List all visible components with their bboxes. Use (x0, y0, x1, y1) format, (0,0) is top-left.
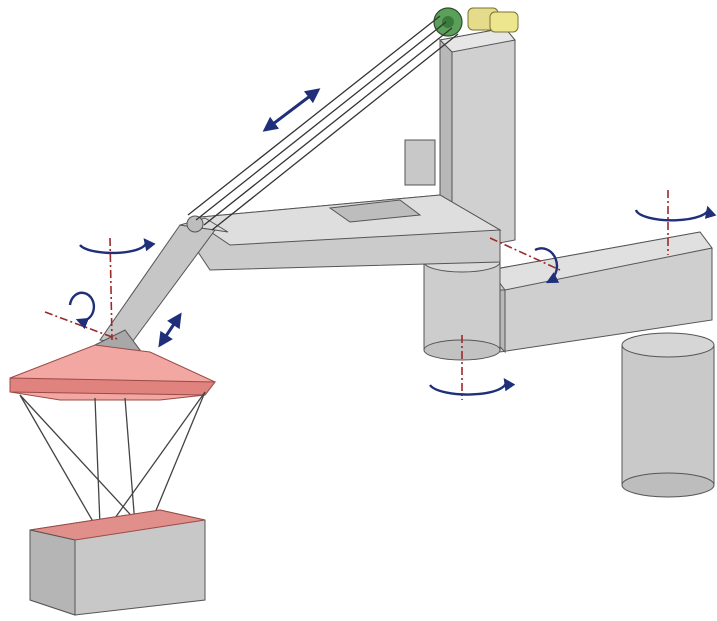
axis-elbow (489, 237, 561, 271)
linear-arrows (158, 88, 321, 348)
double-arrow-icon (158, 312, 182, 348)
rotation-arrows (68, 205, 717, 396)
suspension-rods (19, 391, 206, 526)
axis-tilted-left (44, 311, 121, 341)
rotation-axes (44, 190, 669, 400)
base-column (621, 332, 715, 498)
load-box (29, 509, 206, 616)
rotation-arrow-icon (79, 238, 156, 255)
rotation-arrow-icon (534, 247, 560, 284)
suspended-platform (9, 344, 217, 401)
side-box (404, 139, 436, 186)
elbow-cylinder (423, 251, 501, 361)
rotation-arrow-icon (68, 291, 96, 330)
boom (188, 194, 502, 271)
axis-vertical-left (109, 237, 113, 341)
rotation-arrow-icon (429, 378, 516, 396)
winch-drum (433, 7, 463, 37)
motors (467, 7, 519, 33)
rotation-arrow-icon (634, 205, 717, 222)
double-arrow-icon (262, 88, 321, 132)
